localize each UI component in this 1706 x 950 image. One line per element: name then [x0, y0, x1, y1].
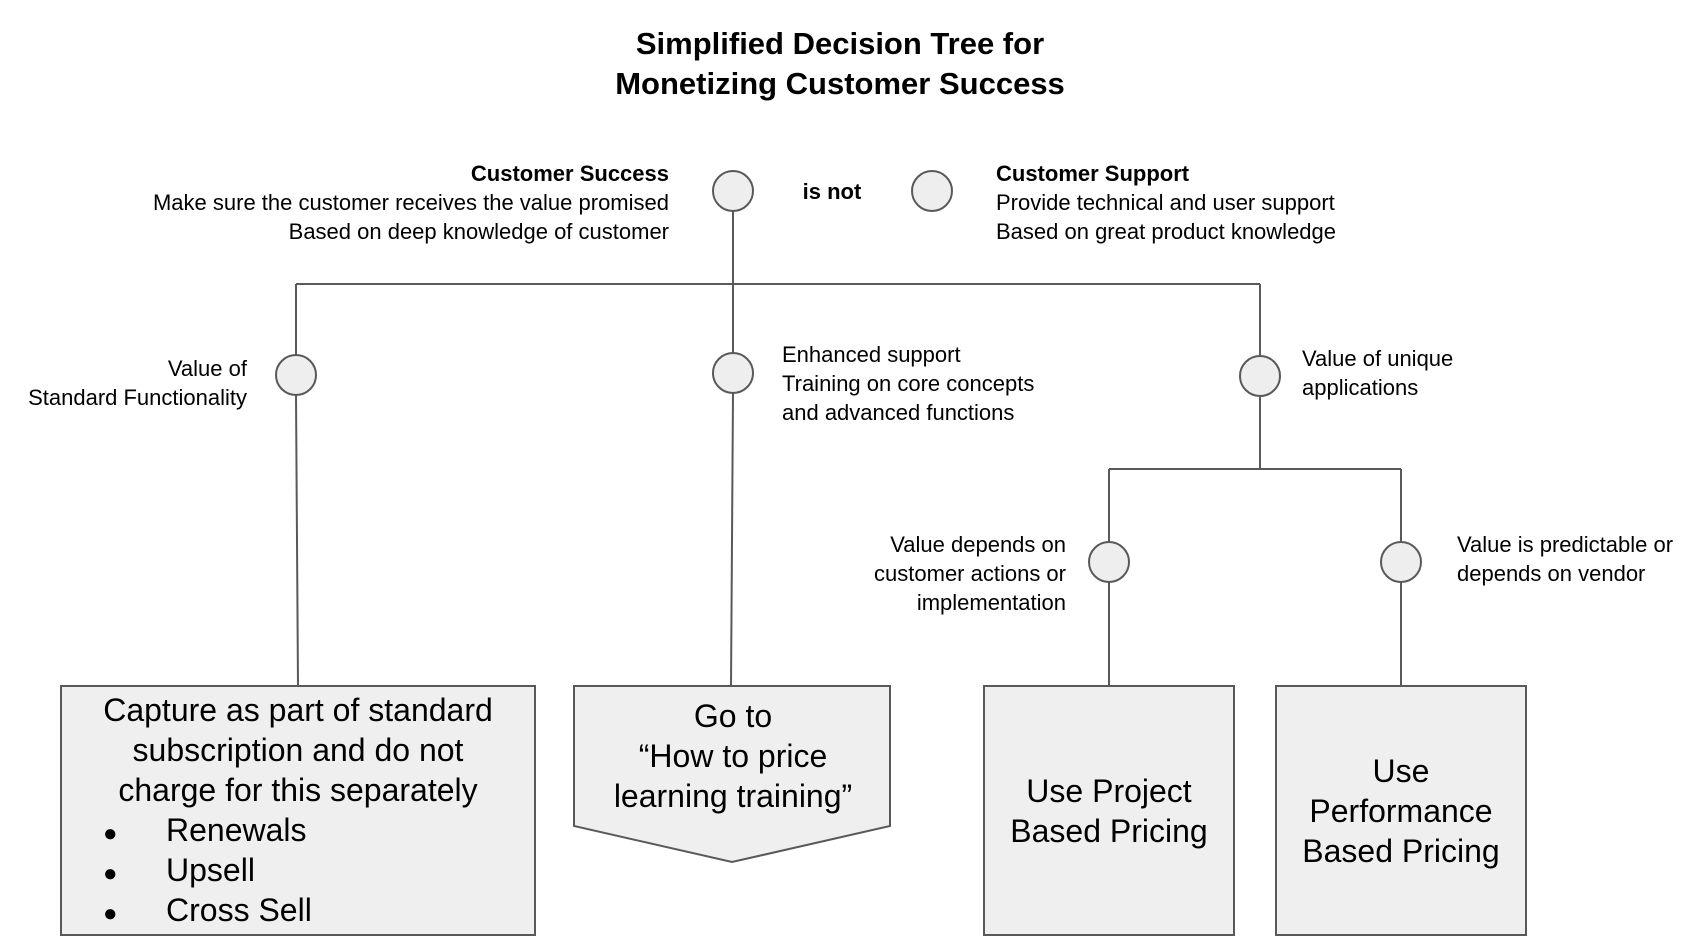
- customer-support-line-2: Based on great product knowledge: [996, 219, 1336, 244]
- standard-label-line-1: Value of: [168, 356, 248, 381]
- bullet-cross-sell: Cross Sell: [166, 892, 312, 928]
- diagram-title-line-2: Monetizing Customer Success: [615, 66, 1065, 101]
- predictable-label-line-2: depends on vendor: [1457, 561, 1645, 586]
- bullet-upsell: Upsell: [166, 852, 255, 888]
- predictable-label-line-1: Value is predictable or: [1457, 532, 1673, 557]
- node-predictable: [1380, 541, 1422, 583]
- bullet-glyph: ●: [103, 860, 118, 887]
- outcome-capture-box: Capture as part of standard subscription…: [60, 685, 536, 936]
- standard-label-line-2: Standard Functionality: [28, 385, 247, 410]
- outcome-project-box: Use Project Based Pricing: [983, 685, 1235, 936]
- customer-success-line-1: Make sure the customer receives the valu…: [153, 190, 669, 215]
- customer-success-line-2: Based on deep knowledge of customer: [289, 219, 669, 244]
- goto-line-1: Go to: [694, 698, 772, 734]
- goto-line-2: “How to price: [639, 738, 828, 774]
- node-customer-success: [712, 170, 754, 212]
- enhanced-label-line-1: Enhanced support: [782, 342, 961, 367]
- node-enhanced-support: [712, 352, 754, 394]
- diagram-title-line-1: Simplified Decision Tree for: [636, 26, 1044, 61]
- performance-line-1: Use: [1373, 753, 1430, 789]
- performance-line-2: Performance: [1309, 793, 1492, 829]
- unique-label-line-1: Value of unique: [1302, 346, 1453, 371]
- enhanced-label-line-2: Training on core concepts: [782, 371, 1034, 396]
- customer-actions-label-line-1: Value depends on: [890, 532, 1066, 557]
- enhanced-label-line-3: and advanced functions: [782, 400, 1014, 425]
- customer-success-heading: Customer Success: [471, 161, 669, 186]
- tree-edges: [295, 210, 1402, 687]
- performance-line-3: Based Pricing: [1302, 833, 1499, 869]
- customer-actions-label-line-2: customer actions or: [874, 561, 1066, 586]
- node-standard-functionality: [275, 354, 317, 396]
- bullet-renewals: Renewals: [166, 812, 307, 848]
- unique-label-line-2: applications: [1302, 375, 1418, 400]
- goto-line-3: learning training”: [614, 778, 852, 814]
- capture-line-1: Capture as part of standard: [103, 692, 493, 728]
- bullet-glyph: ●: [103, 820, 118, 847]
- project-line-1: Use Project: [1026, 773, 1192, 809]
- outcome-performance-box: Use Performance Based Pricing: [1275, 685, 1527, 936]
- is-not-connector: is not: [803, 179, 862, 204]
- node-customer-support: [911, 170, 953, 212]
- project-line-2: Based Pricing: [1010, 813, 1207, 849]
- node-unique-applications: [1239, 355, 1281, 397]
- capture-line-2: subscription and do not: [133, 732, 464, 768]
- customer-support-heading: Customer Support: [996, 161, 1190, 186]
- bullet-glyph: ●: [103, 900, 118, 927]
- capture-line-3: charge for this separately: [118, 772, 477, 808]
- customer-actions-label-line-3: implementation: [917, 590, 1066, 615]
- outcome-goto-shape: Go to “How to price learning training”: [573, 685, 891, 864]
- customer-support-line-1: Provide technical and user support: [996, 190, 1335, 215]
- node-customer-actions: [1088, 541, 1130, 583]
- edge-standard-to-capture: [295, 394, 299, 687]
- decision-nodes: [275, 170, 1422, 583]
- edge-enhanced-to-goto: [730, 392, 734, 687]
